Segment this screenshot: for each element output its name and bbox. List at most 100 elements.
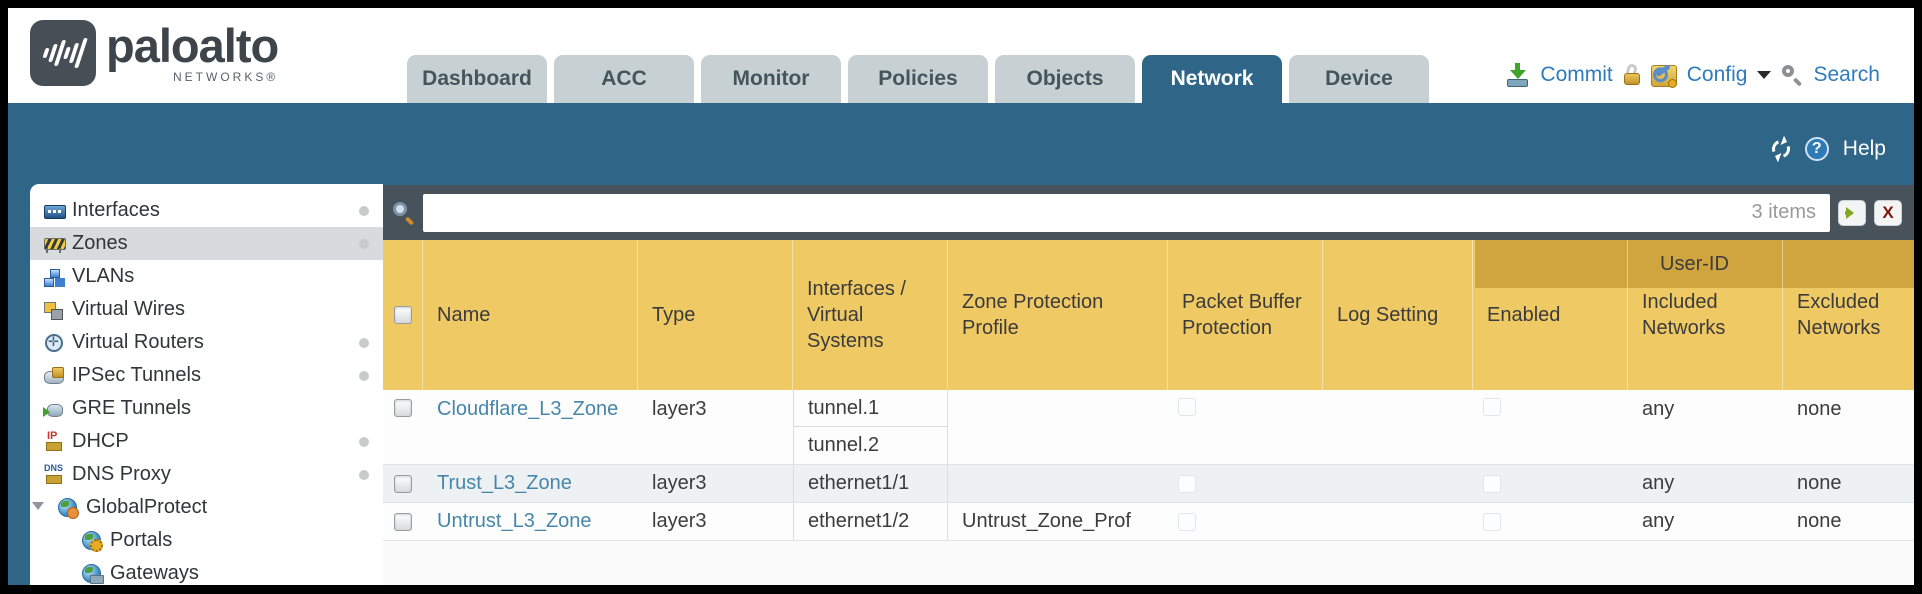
table-row-untrust-l3-zone: Untrust_L3_Zone layer3 ethernet1/2 Untru… [383,503,1914,541]
sidebar-item-gre-tunnels[interactable]: GRE Tunnels [30,392,383,425]
sidebar-item-label: Virtual Routers [72,331,204,353]
interface-item: tunnel.1 [794,390,947,427]
items-count: 3 items [1751,201,1816,223]
col-header-included-networks[interactable]: Included Networks [1628,240,1783,390]
col-header-interfaces[interactable]: Interfaces / Virtual Systems [793,240,948,390]
col-header-zone-protection-profile[interactable]: Zone Protection Profile [948,240,1168,390]
sidebar-item-virtual-routers[interactable]: Virtual Routers [30,326,383,359]
clear-filter-button[interactable]: X [1874,199,1902,226]
interface-item: tunnel.2 [808,434,880,456]
tab-objects[interactable]: Objects [995,55,1135,103]
status-dot [359,371,369,381]
filter-bar: 3 items X [383,185,1914,240]
help-icon[interactable]: ? [1804,137,1829,161]
status-dot [359,206,369,216]
ipsec-tunnels-icon [44,366,64,386]
log-setting [1323,465,1473,502]
zone-type: layer3 [652,472,707,494]
refresh-icon[interactable] [1768,135,1794,163]
user-id-enabled-checkbox[interactable] [1483,398,1501,416]
main-region: Interfaces Zones VLANs Virtual Wires Vir… [8,184,1914,585]
sidebar-item-label: Portals [110,529,173,551]
zone-type: layer3 [652,510,707,532]
dns-proxy-icon [44,463,64,485]
tab-monitor[interactable]: Monitor [701,55,841,103]
caret-down-icon[interactable] [1757,70,1772,86]
zone-protection-profile [948,465,1168,502]
logo-sub-text: NETWORKS® [173,70,279,84]
paloalto-logo: paloalto NETWORKS® [30,20,279,86]
gre-tunnels-icon [43,399,64,419]
row-checkbox[interactable] [394,399,412,417]
user-id-enabled-checkbox[interactable] [1483,474,1501,493]
virtual-wires-icon [44,300,64,320]
sidebar-item-label: DHCP [72,430,129,452]
zone-name-link[interactable]: Trust_L3_Zone [437,472,572,494]
row-checkbox[interactable] [394,474,412,493]
filter-input[interactable]: 3 items [423,193,1830,232]
tab-device[interactable]: Device [1289,55,1429,103]
apply-filter-arrow-icon [1845,206,1859,219]
col-header-packet-buffer-protection[interactable]: Packet Buffer Protection [1168,240,1323,390]
packet-buffer-protection-checkbox[interactable] [1178,398,1196,416]
zones-content: 3 items X User-ID Name Type Interfaces /… [383,185,1914,585]
portals-globe-icon [82,530,103,552]
included-networks: any [1642,472,1675,494]
tab-acc[interactable]: ACC [554,55,694,103]
sidebar-item-zones[interactable]: Zones [30,227,383,260]
apply-filter-button[interactable] [1838,199,1866,226]
sidebar-item-gateways[interactable]: Gateways [30,557,383,585]
table-row-cloudflare-l3-zone: Cloudflare_L3_Zone layer3 tunnel.1 tunne… [383,390,1914,465]
col-header-log-setting[interactable]: Log Setting [1323,240,1473,390]
search-button[interactable]: Search [1813,63,1880,86]
zones-icon [44,234,66,254]
sidebar-item-dns-proxy[interactable]: DNS Proxy [30,458,383,491]
log-setting [1323,503,1473,540]
sidebar-item-vlans[interactable]: VLANs [30,260,383,293]
gateways-globe-icon [82,563,104,584]
select-all-checkbox[interactable] [393,306,412,324]
teal-banner: ? Help [8,103,1914,185]
search-magnifier-icon[interactable] [1781,64,1803,87]
status-dot [359,470,369,480]
sidebar-item-globalprotect[interactable]: GlobalProtect [30,491,383,524]
sidebar: Interfaces Zones VLANs Virtual Wires Vir… [30,184,383,585]
sidebar-item-ipsec-tunnels[interactable]: IPSec Tunnels [30,359,383,392]
expand-caret-icon[interactable] [32,502,44,516]
zone-interfaces: ethernet1/1 [793,465,948,502]
sidebar-item-portals[interactable]: Portals [30,524,383,557]
sidebar-item-label: VLANs [72,265,135,287]
packet-buffer-protection-checkbox[interactable] [1178,512,1196,531]
status-dot [359,239,369,249]
zone-protection-profile: Untrust_Zone_Prof [962,510,1131,532]
zone-name-link[interactable]: Cloudflare_L3_Zone [437,398,619,420]
packet-buffer-protection-checkbox[interactable] [1178,474,1196,493]
col-header-excluded-networks[interactable]: Excluded Networks [1797,291,1881,339]
interfaces-icon [44,201,66,221]
col-header-enabled[interactable]: Enabled [1473,240,1628,390]
help-label[interactable]: Help [1842,137,1886,160]
tab-dashboard[interactable]: Dashboard [407,55,547,103]
commit-button[interactable]: Commit [1540,63,1613,86]
tab-policies[interactable]: Policies [848,55,988,103]
tab-network[interactable]: Network [1142,55,1282,103]
sidebar-item-label: GlobalProtect [86,496,208,518]
filter-magnifier-icon[interactable] [391,200,415,226]
config-folder-wrench-icon[interactable] [1650,63,1677,88]
sidebar-item-virtual-wires[interactable]: Virtual Wires [30,293,383,326]
sidebar-item-interfaces[interactable]: Interfaces [30,194,383,227]
lock-icon[interactable] [1623,62,1641,87]
sidebar-item-dhcp[interactable]: DHCP [30,425,383,458]
top-header: paloalto NETWORKS® Dashboard ACC Monitor… [8,8,1914,103]
row-checkbox[interactable] [394,512,412,531]
config-menu[interactable]: Config [1686,63,1748,86]
col-header-type[interactable]: Type [638,240,793,390]
user-id-enabled-checkbox[interactable] [1483,512,1501,531]
zones-table-header: User-ID Name Type Interfaces / Virtual S… [383,240,1914,390]
included-networks: any [1642,510,1675,532]
col-header-name[interactable]: Name [423,240,638,390]
commit-download-icon[interactable] [1506,63,1530,87]
excluded-networks: none [1797,398,1842,420]
zone-name-link[interactable]: Untrust_L3_Zone [437,510,592,532]
sidebar-item-label: IPSec Tunnels [72,364,201,386]
